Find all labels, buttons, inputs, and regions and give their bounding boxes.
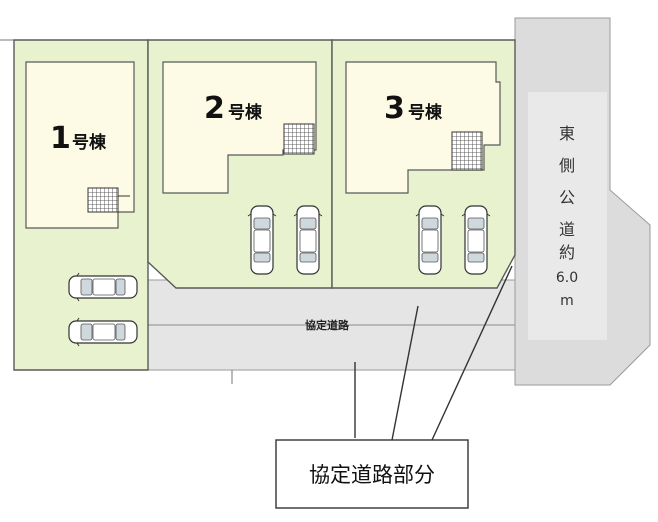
- balcony-grid-3: [451, 131, 483, 171]
- leader-line: [431, 265, 513, 441]
- east-road-char: 東: [559, 124, 575, 143]
- parking-car: [461, 205, 491, 275]
- east-road-char: 側: [559, 156, 575, 175]
- callout-label: 協定道路部分: [309, 463, 435, 487]
- lot-2-suffix: 号棟: [228, 102, 263, 123]
- parking-car: [415, 205, 445, 275]
- east-road-char: 約: [559, 243, 575, 262]
- lot-1-number: 1: [50, 121, 71, 156]
- parking-car: [68, 317, 138, 347]
- balcony-grid-2: [283, 123, 315, 155]
- lot-3-suffix: 号棟: [408, 102, 443, 123]
- east-road-sign: [528, 92, 607, 340]
- east-road-width: 6.0: [556, 270, 578, 286]
- parking-car: [247, 205, 277, 275]
- lot-2-number: 2: [204, 91, 225, 126]
- parking-car: [68, 272, 138, 302]
- callout-box: [275, 439, 469, 509]
- east-road-char: 公: [559, 188, 575, 207]
- parking-car: [293, 205, 323, 275]
- east-road-unit: m: [560, 293, 574, 309]
- private-road-label: 協定道路: [305, 318, 350, 332]
- leader-line: [391, 305, 419, 441]
- balcony-grid-1: [87, 187, 119, 213]
- house-2: [162, 61, 317, 194]
- east-road-char: 道: [559, 220, 575, 239]
- lot-3-number: 3: [384, 91, 405, 126]
- lot-1-suffix: 号棟: [72, 132, 107, 153]
